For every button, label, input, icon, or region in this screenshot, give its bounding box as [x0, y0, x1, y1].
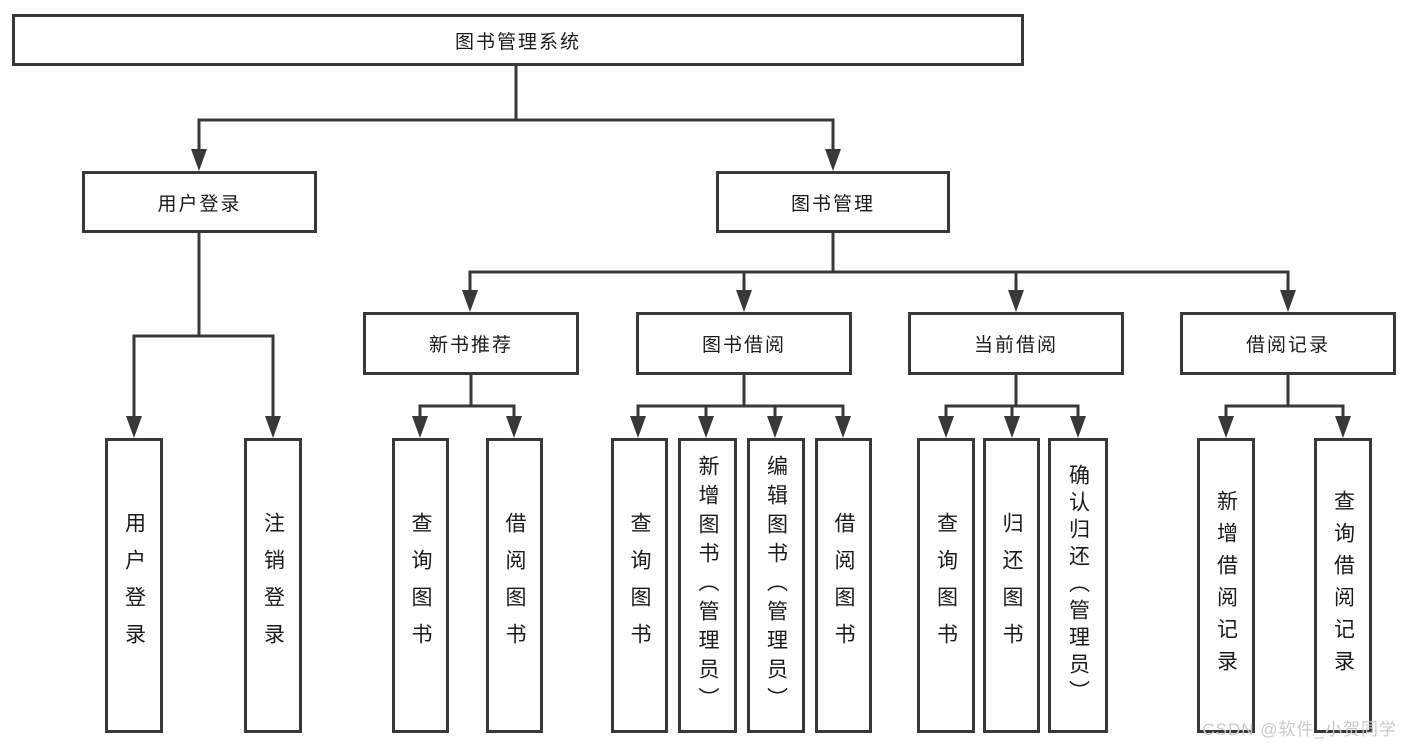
- leaf-edit-book-admin-label: 编辑图书（管理员）: [764, 455, 788, 716]
- node-user-login: 用户登录: [82, 171, 317, 233]
- leaf-return-book: 归还图书: [983, 438, 1040, 733]
- leaf-add-borrow-record-label: 新增借阅记录: [1214, 489, 1238, 682]
- node-book-management: 图书管理: [716, 171, 950, 233]
- node-borrowing-records: 借阅记录: [1180, 312, 1396, 375]
- leaf-query-books-borrow-label: 查询图书: [628, 511, 651, 660]
- node-current-borrowing: 当前借阅: [908, 312, 1124, 375]
- leaf-user-login-label: 用户登录: [122, 511, 146, 660]
- leaf-borrow-books: 借阅图书: [815, 438, 872, 733]
- leaf-borrow-books-recommend-label: 借阅图书: [503, 511, 526, 660]
- leaf-edit-book-admin: 编辑图书（管理员）: [747, 438, 805, 733]
- leaf-user-login: 用户登录: [105, 438, 163, 733]
- node-book-borrowing: 图书借阅: [636, 312, 852, 375]
- leaf-confirm-return-admin-label: 确认归还（管理员）: [1066, 464, 1090, 707]
- leaf-borrow-books-label: 借阅图书: [832, 511, 855, 660]
- leaf-query-books-current: 查询图书: [917, 438, 975, 733]
- node-new-book-recommendation: 新书推荐: [363, 312, 579, 375]
- node-library-management-system: 图书管理系统: [12, 14, 1024, 66]
- leaf-query-books-borrow: 查询图书: [611, 438, 668, 733]
- leaf-query-borrow-record-label: 查询借阅记录: [1331, 489, 1355, 682]
- leaf-query-books-recommend-label: 查询图书: [409, 511, 432, 660]
- leaf-return-book-label: 归还图书: [1000, 511, 1023, 660]
- leaf-logout-label: 注销登录: [261, 511, 285, 660]
- leaf-add-borrow-record: 新增借阅记录: [1197, 438, 1255, 733]
- leaf-query-borrow-record: 查询借阅记录: [1314, 438, 1372, 733]
- leaf-add-book-admin: 新增图书（管理员）: [678, 438, 737, 733]
- csdn-watermark: CSDN @软件_小贺同学: [1202, 720, 1397, 739]
- leaf-borrow-books-recommend: 借阅图书: [486, 438, 543, 733]
- leaf-logout: 注销登录: [244, 438, 302, 733]
- leaf-query-books-recommend: 查询图书: [392, 438, 449, 733]
- leaf-query-books-current-label: 查询图书: [934, 511, 958, 660]
- leaf-confirm-return-admin: 确认归还（管理员）: [1048, 438, 1108, 733]
- leaf-add-book-admin-label: 新增图书（管理员）: [696, 455, 719, 716]
